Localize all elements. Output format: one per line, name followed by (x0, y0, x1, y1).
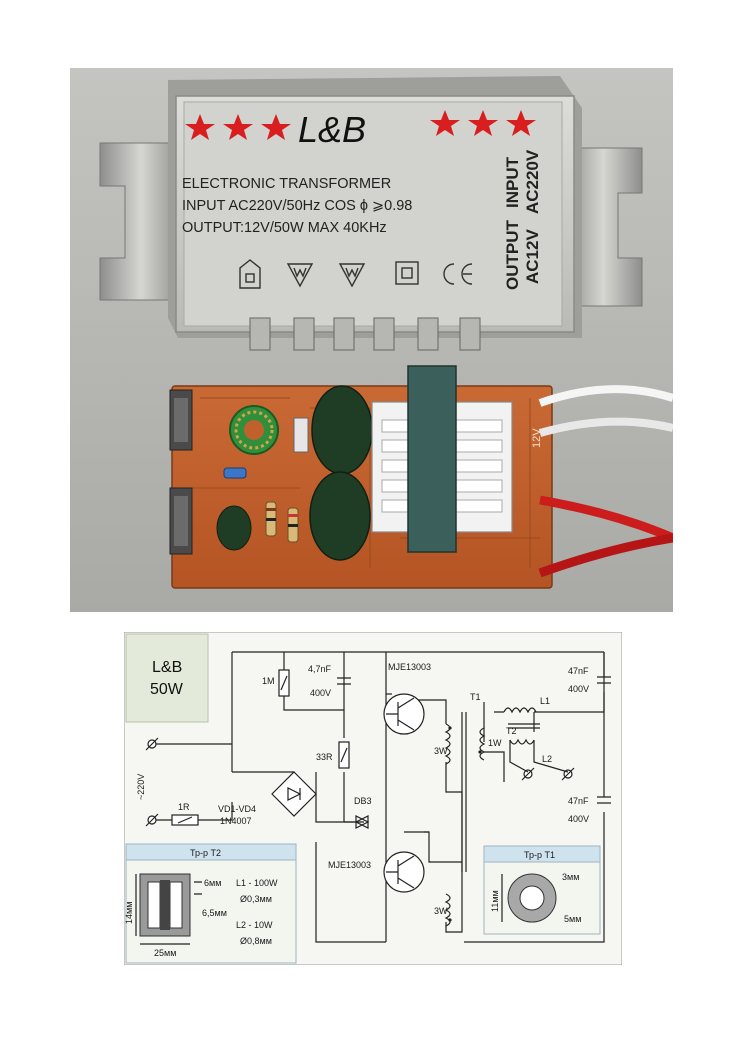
output-wires-white (538, 385, 673, 437)
star-row-right (430, 110, 536, 136)
label-c3a: 47nF (568, 796, 589, 806)
diac-component (293, 417, 309, 453)
side-input-label: INPUT (503, 156, 522, 208)
transformer-t1 (444, 712, 486, 927)
resistor-2 (287, 507, 299, 543)
label-c3b: 400V (568, 814, 589, 824)
certification-icons (239, 259, 473, 289)
label-c2a: 47nF (568, 666, 589, 676)
input-terminal-top (145, 737, 159, 751)
transistor-left-bottom (169, 487, 193, 555)
label-w1: 1W (488, 738, 502, 748)
label-r1: 1M (262, 676, 275, 686)
label-w3b: 3W (434, 906, 448, 916)
label-r2: 33R (316, 752, 333, 762)
diac-db3 (354, 815, 370, 829)
inset-t2-spec4: Ø0,8мм (240, 936, 272, 946)
label-vd-type: 1N4007 (220, 816, 252, 826)
inset-t2-title: Тр-р Т2 (190, 848, 221, 858)
brand-logo: L&B (298, 109, 366, 150)
toroid-coil (229, 405, 279, 455)
label-c1b: 400V (310, 688, 331, 698)
inset-t2-dim-h: 14мм (124, 902, 134, 924)
capacitor-4-7nf (337, 677, 351, 685)
house-double-insulation-icon (239, 259, 261, 289)
m-triangle-icon (286, 263, 314, 288)
inset-t2-dim-w: 25мм (154, 948, 176, 958)
transistor-q2 (383, 851, 425, 893)
inset-t2: Тр-р Т2 6мм 6,5мм 14мм 25мм L1 - 100W Ø0… (124, 843, 297, 964)
label-line-3: OUTPUT:12V/50W MAX 40KHz (182, 220, 387, 236)
inset-t2-spec3: L2 - 10W (236, 920, 273, 930)
schematic-title: L&B (152, 659, 182, 676)
input-wires-red (538, 495, 673, 578)
label-t2: T2 (506, 726, 517, 736)
ee-core-icon (139, 873, 191, 937)
resistor-1r (171, 814, 199, 826)
star-row-left (185, 114, 291, 140)
side-output-voltage: AC12V (523, 229, 542, 284)
mounting-bracket-right (564, 147, 643, 307)
label-line-2: INPUT AC220V/50Hz COS ϕ ⩾0.98 (182, 198, 412, 214)
label-vd: VD1-VD4 (218, 804, 256, 814)
inset-t2-dim-b: 6,5мм (202, 908, 227, 918)
label-w3a: 3W (434, 746, 448, 756)
toroid-core-icon (507, 873, 557, 923)
resistor-1 (265, 501, 277, 537)
inset-t1-dim-h: 11мм (490, 890, 500, 912)
label-c2b: 400V (568, 684, 589, 694)
schematic-subtitle: 50W (150, 681, 184, 698)
bridge-rectifier (271, 771, 317, 817)
label-t1: T1 (470, 692, 481, 702)
schematic-panel: L&B 50W (124, 632, 622, 965)
transformer-t2 (503, 707, 569, 773)
inset-t2-dim-a: 6мм (204, 878, 221, 888)
resistor-1m (278, 669, 290, 697)
side-input-voltage: AC220V (523, 149, 542, 214)
inset-t2-spec2: Ø0,3мм (240, 894, 272, 904)
inset-t2-spec1: L1 - 100W (236, 878, 278, 888)
inset-t1-title: Тр-р Т1 (524, 850, 555, 860)
ce-mark-icon (443, 263, 473, 285)
label-l2: L2 (542, 754, 552, 764)
capacitor-47nf-bottom (597, 796, 611, 804)
film-capacitor-top (311, 385, 373, 475)
input-terminal-bottom (145, 813, 159, 827)
photo-panel: L&B ELECTRONIC TRANSFORMER INPUT AC220V/… (70, 68, 673, 612)
component-labels: 1M 4,7nF 400V MJE13003 T1 T2 L1 L2 47nF … (136, 662, 589, 916)
transistor-left-top (169, 389, 193, 451)
double-square-icon (395, 261, 419, 285)
film-capacitor-bottom (309, 471, 371, 561)
label-c1a: 4,7nF (308, 664, 332, 674)
label-mains: ~220V (136, 774, 146, 800)
ferrite-transformer (371, 365, 513, 553)
inset-t1-dim-b: 5мм (564, 914, 581, 924)
case-pins (249, 317, 481, 351)
label-db: DB3 (354, 796, 372, 806)
small-capacitor-blue (223, 467, 247, 479)
title-box: L&B 50W (125, 633, 209, 723)
label-l1: L1 (540, 696, 550, 706)
label-q1: MJE13003 (388, 662, 431, 672)
m-triangle-icon-2 (338, 263, 366, 288)
ceramic-disc-capacitor (216, 505, 252, 551)
inset-t1-dim-a: 3мм (562, 872, 579, 882)
label-line-1: ELECTRONIC TRANSFORMER (182, 176, 391, 192)
side-output-label: OUTPUT (503, 220, 522, 291)
capacitor-47nf-top (597, 676, 611, 684)
resistor-33r (338, 741, 350, 769)
inset-t1: Тр-р Т1 3мм 5мм 11мм (483, 845, 601, 935)
label-q2: MJE13003 (328, 860, 371, 870)
output-terminal-left (521, 767, 535, 781)
transistor-q1 (383, 693, 425, 735)
label-r3: 1R (178, 802, 190, 812)
